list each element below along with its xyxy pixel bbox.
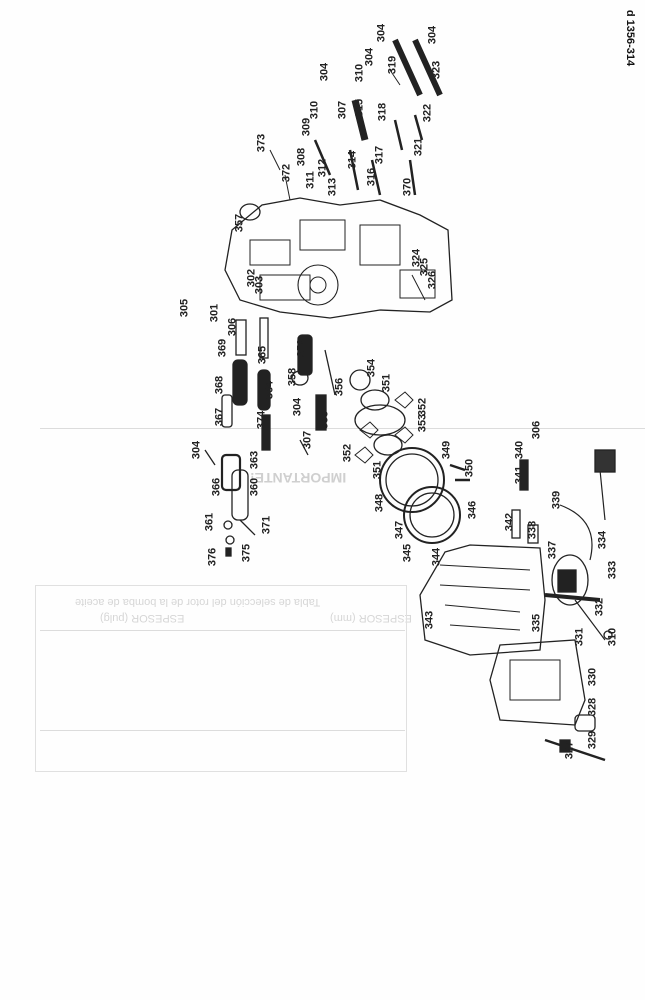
part-label-351: 351 (371, 460, 384, 480)
part-label-305: 305 (178, 298, 191, 318)
bleed-table-box (35, 585, 407, 772)
part-label-316: 316 (365, 167, 378, 187)
part-label-338: 338 (526, 520, 539, 540)
part-label-354: 354 (365, 358, 378, 378)
part-label-330: 330 (586, 667, 599, 687)
part-label-315: 315 (353, 98, 366, 118)
part-label-327: 327 (563, 740, 576, 760)
part-label-369: 369 (216, 338, 229, 358)
part-label-351: 351 (380, 373, 393, 393)
part-label-322: 322 (421, 103, 434, 123)
part-label-319: 319 (386, 55, 399, 75)
part-label-361: 361 (203, 512, 216, 532)
part-label-370: 370 (401, 177, 414, 197)
part-label-346: 346 (466, 500, 479, 520)
part-label-303: 303 (253, 275, 266, 295)
part-label-314: 314 (346, 150, 359, 170)
part-label-317: 317 (373, 145, 386, 165)
part-label-371: 371 (260, 515, 273, 535)
part-label-339: 339 (550, 490, 563, 510)
part-label-347: 347 (393, 520, 406, 540)
part-label-363: 363 (248, 450, 261, 470)
part-label-313: 313 (326, 177, 339, 197)
part-label-360: 360 (248, 477, 261, 497)
part-label-310: 310 (308, 100, 321, 120)
part-label-345: 345 (401, 543, 414, 563)
part-label-306: 306 (530, 420, 543, 440)
valves-left (204, 317, 336, 557)
part-label-367: 367 (213, 407, 226, 427)
lower-valve-body (419, 544, 546, 656)
part-label-304: 304 (375, 23, 388, 43)
part-label-301: 301 (208, 303, 221, 323)
part-label-312: 312 (316, 158, 329, 178)
part-label-341: 341 (513, 465, 526, 485)
part-label-337: 337 (546, 540, 559, 560)
solenoid-assembly (511, 449, 616, 762)
part-label-304: 304 (318, 62, 331, 82)
part-label-306: 306 (226, 317, 239, 337)
pump-assembly (349, 369, 470, 544)
part-label-308: 308 (295, 147, 308, 167)
bleed-rule (40, 730, 405, 731)
part-label-328: 328 (586, 697, 599, 717)
part-label-310: 310 (606, 627, 619, 647)
part-label-307: 307 (336, 100, 349, 120)
part-label-307: 307 (301, 430, 314, 450)
part-label-311: 311 (304, 171, 317, 189)
part-label-326: 326 (426, 270, 439, 290)
part-label-309: 309 (300, 117, 313, 137)
part-label-350: 350 (463, 458, 476, 478)
part-label-372: 372 (280, 163, 293, 183)
part-label-331: 331 (573, 627, 586, 647)
bleed-rule (40, 428, 645, 429)
part-label-348: 348 (373, 493, 386, 513)
part-label-318: 318 (376, 102, 389, 122)
part-label-344: 344 (430, 547, 443, 567)
page-code: d 1356-314 (624, 9, 636, 67)
part-label-332: 332 (593, 597, 606, 617)
part-label-364: 364 (263, 380, 276, 400)
part-label-304: 304 (291, 397, 304, 417)
part-label-342: 342 (503, 512, 516, 532)
part-label-323: 323 (430, 60, 443, 80)
part-label-355: 355 (318, 410, 331, 430)
part-label-374: 374 (255, 410, 268, 430)
part-label-356: 356 (333, 377, 346, 397)
bleed-rule (40, 630, 405, 631)
part-label-352: 352 (341, 443, 354, 463)
part-label-349: 349 (440, 440, 453, 460)
upper-valve-body (224, 197, 453, 319)
part-label-343: 343 (423, 610, 436, 630)
part-label-365: 365 (256, 345, 269, 365)
part-label-359: 359 (295, 338, 308, 358)
part-label-376: 376 (206, 547, 219, 567)
part-label-340: 340 (513, 440, 526, 460)
part-label-366: 366 (210, 477, 223, 497)
part-label-310: 310 (353, 63, 366, 83)
part-label-333: 333 (606, 560, 619, 580)
part-label-358: 358 (286, 367, 299, 387)
part-label-304: 304 (363, 47, 376, 67)
part-label-357: 357 (233, 213, 246, 233)
part-label-329: 329 (586, 730, 599, 750)
part-label-321: 321 (412, 137, 425, 157)
part-label-334: 334 (596, 530, 609, 550)
part-label-368: 368 (213, 375, 226, 395)
part-label-375: 375 (240, 543, 253, 563)
springs-upper (313, 38, 443, 196)
part-label-335: 335 (530, 613, 543, 633)
part-label-353: 353 (416, 413, 429, 433)
part-label-373: 373 (255, 133, 268, 153)
part-label-304: 304 (426, 25, 439, 45)
part-label-304: 304 (190, 440, 203, 460)
